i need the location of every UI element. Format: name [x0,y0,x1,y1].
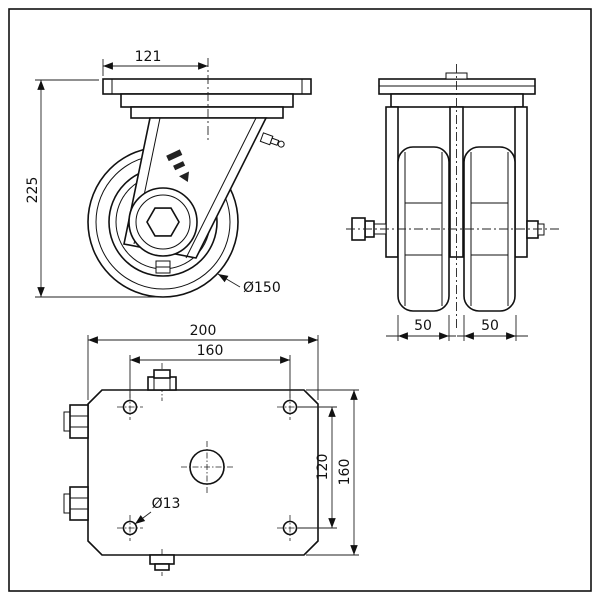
fork-leg-right [514,106,528,258]
dim-121: 121 [102,49,208,76]
bottom-fitting-tip [154,563,170,571]
dim-121-text: 121 [135,49,162,65]
fork-leg-left [385,106,399,258]
side-bolt-lower [63,486,89,521]
front-view [346,64,562,330]
side-bolt-lower-body [69,486,89,521]
dim-225-extensions [35,79,160,298]
bolt-hole-crosshairs [117,394,303,541]
stamp-mark-1 [166,149,183,162]
dia150-leader [217,273,241,288]
axle-nut-hexagon [146,207,180,237]
stamp-mark-3 [179,171,190,183]
top-view [63,363,319,576]
top-bolt-facets [153,377,171,390]
dim-50-left-text: 50 [414,318,432,334]
dim-160v-extensions [306,389,359,556]
axle-nut [526,220,539,239]
grease-fitting-stem [269,137,280,146]
dim-50-left: 50 [386,315,456,341]
dia13-leader [134,511,152,525]
axle-nut-right [526,220,545,239]
axle-nut-end [537,223,545,236]
side-bolt-lower-lines [70,497,88,510]
dim-160-horizontal: 160 [129,343,291,398]
dim-160v-text: 160 [337,459,353,486]
bolt-hole-bottom-right [282,520,298,536]
top-bolt-body [147,376,177,391]
side-swivel-housing-upper [120,93,294,108]
dim-225: 225 [25,79,160,298]
grease-fitting-nipple [277,140,285,148]
bolt-holes [117,394,303,541]
hub-inner [135,194,191,250]
dim-200-extensions [87,335,319,400]
side-view [87,58,312,298]
side-bolt-upper-body [69,404,89,439]
bolt-hole-bottom-left [122,520,138,536]
side-bolt-upper [63,404,89,439]
dim-225-text: 225 [25,177,41,204]
side-mounting-plate [102,78,312,95]
bottom-fitting-body [149,554,175,565]
label-hole-diameter: Ø13 [134,496,181,525]
label-wheel-diameter: Ø150 [217,273,281,296]
front-swivel-housing [390,93,524,108]
dim-200: 200 [87,323,319,400]
bolt-hole-top-left [122,399,138,415]
fork-stamp-marks [166,149,190,183]
top-bolt-tip [153,369,171,379]
stamp-mark-2 [173,161,186,171]
dim-160h-text: 160 [197,343,224,359]
side-plate-edge-lines [111,79,303,94]
dia13-text: Ø13 [152,496,181,512]
dim-50-right: 50 [457,315,528,341]
drawing-border [8,8,592,592]
dim-160-vertical: 160 [306,389,359,556]
center-hole [189,449,225,485]
dim-200-text: 200 [190,323,217,339]
dia150-text: Ø150 [243,280,281,296]
dim-120-vertical: 120 [298,406,337,529]
plate-outline [87,389,319,556]
side-bolt-upper-lines [70,415,88,428]
dim-50-right-text: 50 [481,318,499,334]
bolt-hole-top-right [282,399,298,415]
center-hole-crosshair [181,441,233,493]
side-swivel-housing-lower [130,106,284,119]
grease-fitting [259,132,285,148]
dim-120-text: 120 [315,454,331,481]
